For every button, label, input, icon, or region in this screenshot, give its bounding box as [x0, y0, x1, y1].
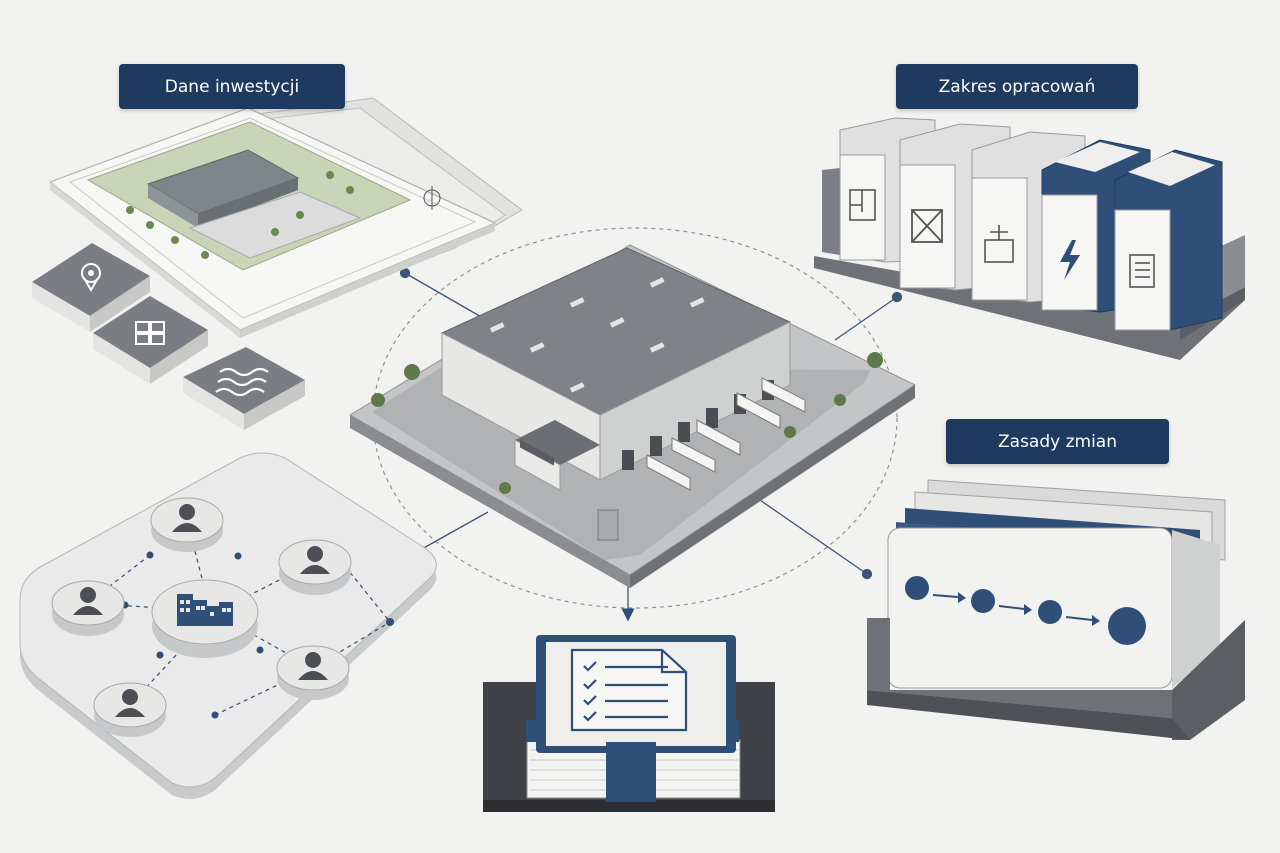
- output-book: [483, 635, 775, 812]
- person-icon: [298, 652, 328, 680]
- label-zasady-zmian: Zasady zmian: [946, 419, 1169, 464]
- site-plan-sheets: [48, 97, 523, 338]
- label-zakres-opracowan: Zakres opracowań: [896, 64, 1138, 109]
- layout-grid-icon: [93, 296, 208, 384]
- electrical-icon: [1060, 240, 1080, 280]
- structure-icon: [911, 209, 943, 243]
- installation-icon: [984, 225, 1014, 263]
- building-icon: [151, 579, 259, 658]
- trucks: [646, 377, 806, 491]
- warehouse-model: [349, 244, 917, 588]
- process-card-holder: [867, 479, 1245, 740]
- person-node-bottom-left: [93, 682, 167, 737]
- stakeholder-network: [19, 452, 437, 799]
- document-icon: [1129, 254, 1155, 288]
- person-node-left: [51, 580, 125, 636]
- person-icon: [300, 546, 330, 574]
- label-dane-inwestycji: Dane inwestycji: [119, 64, 345, 109]
- location-pin-icon: [32, 243, 150, 332]
- person-icon: [73, 587, 103, 615]
- waves-icon: [183, 347, 305, 430]
- input-tiles: [32, 243, 305, 430]
- process-flow-icon: [905, 576, 1146, 645]
- binder-5: [1114, 149, 1223, 331]
- binders: [839, 117, 1223, 331]
- floor-plan-icon: [849, 189, 876, 221]
- checklist-document-icon: [570, 648, 688, 732]
- person-icon: [115, 689, 145, 717]
- person-icon: [172, 504, 202, 532]
- person-node-top: [150, 497, 224, 552]
- person-node-bottom-right: [276, 645, 350, 700]
- person-node-right: [278, 539, 352, 595]
